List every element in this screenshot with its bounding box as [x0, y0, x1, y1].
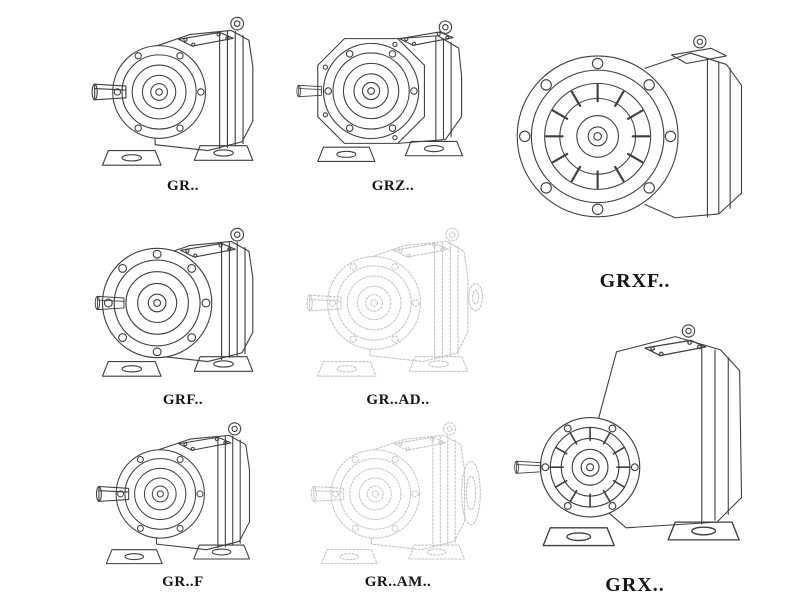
- gr-f-label: GR..F: [162, 574, 204, 590]
- gr-ad-input-adapter-gear-unit-drawing: [296, 214, 501, 390]
- figure-grz: GRZ..: [293, 6, 493, 195]
- figure-gr-ad: GR..AD..: [293, 214, 503, 409]
- grxf-flange-gear-unit-drawing: [503, 0, 768, 268]
- gr-am-label: GR..AM..: [364, 574, 432, 590]
- figure-grf: GRF..: [78, 214, 288, 409]
- gr-am-motor-adapter-gear-unit-drawing: [296, 414, 501, 572]
- grx-label: GRX..: [605, 574, 665, 596]
- grx-large-gear-unit-drawing: [503, 300, 768, 572]
- figure-gr-am: GR..AM..: [293, 414, 503, 591]
- grz-helical-gear-unit-drawing: [293, 6, 493, 176]
- figure-gr-f: GR..F: [78, 414, 288, 591]
- grf-flange-gear-unit-drawing: [81, 214, 286, 390]
- grf-label: GRF..: [162, 392, 204, 408]
- figure-gr: GR..: [78, 6, 288, 195]
- gr-label: GR..: [167, 178, 199, 194]
- gr-helical-gear-unit-drawing: [81, 6, 286, 176]
- gr-ad-label: GR..AD..: [366, 392, 430, 408]
- grz-label: GRZ..: [371, 178, 415, 194]
- figure-grxf: GRXF..: [500, 0, 770, 292]
- gr-f-foot-gear-unit-drawing: [81, 414, 286, 572]
- grxf-label: GRXF..: [599, 270, 671, 292]
- figure-grx: GRX..: [500, 300, 770, 596]
